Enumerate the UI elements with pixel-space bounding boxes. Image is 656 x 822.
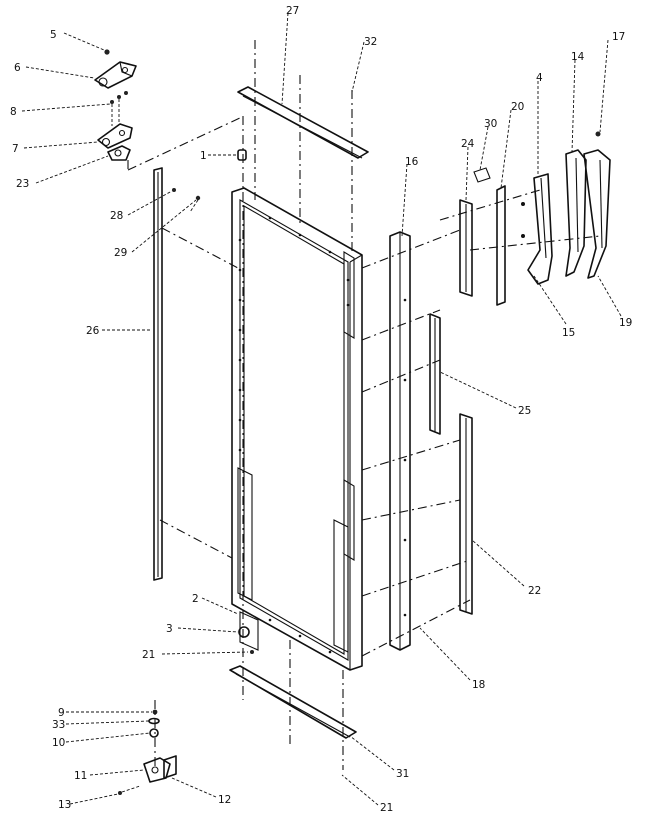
callout-28: 28 <box>110 210 123 222</box>
screw-28 <box>172 188 176 192</box>
screw-8b <box>117 95 121 99</box>
screw-21-upper <box>250 650 254 654</box>
callout-22: 22 <box>528 585 541 597</box>
callout-11: 11 <box>74 770 87 782</box>
top-hinge-assembly <box>94 49 243 172</box>
door-panel <box>231 187 363 671</box>
callout-3: 3 <box>166 623 173 635</box>
callout-27: 27 <box>286 5 299 17</box>
channel-16 <box>389 231 411 651</box>
left-trim-strip <box>153 167 239 581</box>
callout-labels: 5 6 8 7 23 1 28 29 26 27 32 16 24 30 20 … <box>10 5 632 814</box>
callout-12: 12 <box>218 794 231 806</box>
top-hinge-part <box>94 61 137 89</box>
screw-17 <box>595 131 601 137</box>
clip-30 <box>473 167 491 183</box>
hinge-screw-5 <box>104 49 110 55</box>
callout-23: 23 <box>16 178 29 190</box>
callout-5: 5 <box>50 29 57 41</box>
washer-33 <box>148 717 160 725</box>
callout-9: 9 <box>58 707 65 719</box>
bottom-hinge-assembly <box>118 700 177 795</box>
callout-17: 17 <box>612 31 625 43</box>
top-trim-27 <box>237 40 369 225</box>
hinge-bushing-part <box>107 145 131 161</box>
hinge-plate-part <box>97 123 133 149</box>
callout-26: 26 <box>86 325 100 337</box>
callout-31: 31 <box>396 768 409 780</box>
callout-32: 32 <box>364 36 377 48</box>
door-rivets <box>238 216 350 654</box>
screw-8c <box>124 91 128 95</box>
strip-22 <box>459 413 473 615</box>
callout-13: 13 <box>58 799 71 811</box>
strip-20 <box>496 185 506 306</box>
callout-19: 19 <box>619 317 632 329</box>
plug-part-1 <box>237 149 247 161</box>
callout-18: 18 <box>472 679 485 691</box>
callout-21-lower: 21 <box>380 802 393 814</box>
callout-2: 2 <box>192 593 199 605</box>
handle-assembly <box>521 131 611 285</box>
bracket-24 <box>459 199 473 297</box>
callout-21-upper: 21 <box>142 649 155 661</box>
callout-33: 33 <box>52 719 65 731</box>
projection-lines <box>361 189 601 657</box>
callout-14: 14 <box>571 51 585 63</box>
bushing-10 <box>149 728 159 738</box>
callout-16: 16 <box>405 156 419 168</box>
strip-25 <box>429 313 441 435</box>
screw-8a <box>110 100 114 104</box>
callout-25: 25 <box>518 405 531 417</box>
bottom-hinge-upper <box>238 611 259 654</box>
callout-30: 30 <box>484 118 497 130</box>
screw-29 <box>195 195 201 201</box>
callout-6: 6 <box>14 62 21 74</box>
callout-leaders <box>21 12 622 806</box>
washer-9 <box>152 709 158 715</box>
screw-13 <box>118 791 122 795</box>
callout-4: 4 <box>536 72 543 84</box>
callout-8: 8 <box>10 106 17 118</box>
callout-20: 20 <box>511 101 524 113</box>
callout-15: 15 <box>562 327 575 339</box>
callout-1: 1 <box>200 150 207 162</box>
callout-7: 7 <box>12 143 19 155</box>
callout-10: 10 <box>52 737 65 749</box>
callout-29: 29 <box>114 247 127 259</box>
callout-24: 24 <box>461 138 475 150</box>
bottom-trim-31 <box>229 665 357 739</box>
